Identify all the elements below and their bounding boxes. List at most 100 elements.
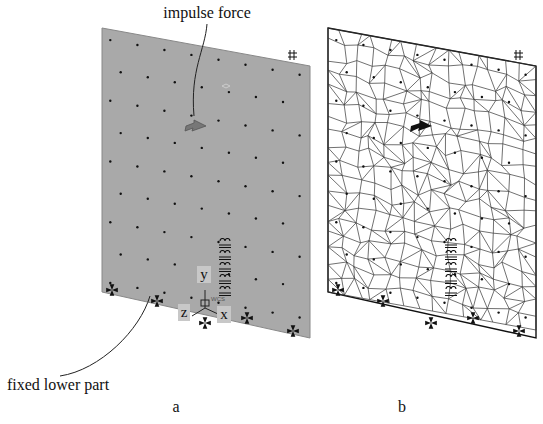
node-dot	[282, 283, 284, 285]
node-dot	[400, 81, 402, 83]
node-dot	[174, 263, 176, 265]
node-dot	[298, 256, 300, 258]
node-dot	[443, 302, 445, 304]
node-dot	[190, 236, 192, 238]
node-dot	[335, 39, 337, 41]
node-dot	[524, 256, 526, 258]
node-dot	[454, 91, 456, 93]
node-dot	[298, 316, 300, 318]
node-dot	[120, 253, 122, 255]
node-dot	[190, 54, 192, 56]
node-dot	[454, 152, 456, 154]
plate-a	[102, 28, 310, 338]
node-dot	[497, 129, 499, 131]
node-dot	[335, 160, 337, 162]
plate-b	[328, 28, 536, 338]
node-dot	[416, 114, 418, 116]
node-dot	[190, 175, 192, 177]
node-dot	[497, 251, 499, 253]
node-dot	[416, 297, 418, 299]
node-dot	[389, 292, 391, 294]
node-dot	[174, 203, 176, 205]
corner-mark	[288, 50, 297, 60]
node-dot	[201, 147, 203, 149]
node-dot	[109, 221, 111, 223]
node-dot	[255, 278, 257, 280]
node-dot	[228, 91, 230, 93]
node-dot	[362, 287, 364, 289]
node-dot	[255, 217, 257, 219]
node-dot	[443, 119, 445, 121]
leader-line	[193, 24, 207, 116]
node-dot	[282, 162, 284, 164]
node-dot	[427, 86, 429, 88]
node-dot	[298, 134, 300, 136]
node-dot	[147, 258, 149, 260]
node-dot	[201, 86, 203, 88]
node-dot	[373, 198, 375, 200]
node-dot	[163, 110, 165, 112]
node-dot	[373, 137, 375, 139]
node-dot	[470, 64, 472, 66]
node-dot	[362, 44, 364, 46]
node-dot	[120, 132, 122, 134]
node-dot	[524, 316, 526, 318]
node-dot	[400, 263, 402, 265]
node-dot	[427, 268, 429, 270]
node-dot	[335, 221, 337, 223]
node-dot	[136, 165, 138, 167]
node-dot	[508, 101, 510, 103]
node-dots	[109, 39, 301, 319]
panel-letter: a	[172, 398, 179, 416]
node-dot	[109, 39, 111, 41]
node-dot	[389, 49, 391, 51]
node-dot	[136, 44, 138, 46]
node-dot	[346, 71, 348, 73]
node-dot	[174, 81, 176, 83]
node-dot	[508, 283, 510, 285]
callout-label: fixed lower part	[7, 376, 109, 394]
node-dot	[298, 74, 300, 76]
node-dot	[217, 119, 219, 121]
axis-label: y	[197, 266, 211, 283]
corner-mark	[514, 50, 523, 60]
node-dot	[255, 157, 257, 159]
node-dot	[217, 180, 219, 182]
node-dot	[217, 241, 219, 243]
node-dot	[346, 253, 348, 255]
node-dot	[190, 297, 192, 299]
node-dot	[217, 59, 219, 61]
node-dot	[120, 193, 122, 195]
node-dot	[481, 217, 483, 219]
node-dot	[443, 59, 445, 61]
force-arrow	[410, 120, 432, 132]
node-dot	[109, 100, 111, 102]
callout-label: impulse force	[163, 4, 251, 22]
node-dots	[335, 39, 527, 319]
node-dot	[400, 142, 402, 144]
node-dot	[201, 207, 203, 209]
leader-line	[60, 296, 150, 376]
node-dot	[271, 251, 273, 253]
node-dot	[271, 69, 273, 71]
node-dot	[255, 96, 257, 98]
node-dot	[524, 74, 526, 76]
node-dot	[443, 180, 445, 182]
node-dot	[244, 246, 246, 248]
node-dot	[190, 114, 192, 116]
node-dot	[109, 282, 111, 284]
node-dot	[497, 190, 499, 192]
node-dot	[389, 170, 391, 172]
node-dot	[228, 152, 230, 154]
node-dot	[271, 129, 273, 131]
node-dot	[389, 231, 391, 233]
node-dot	[416, 236, 418, 238]
node-dot	[335, 100, 337, 102]
tag-mark	[222, 84, 230, 88]
node-dot	[335, 282, 337, 284]
axis-label: z	[178, 304, 191, 321]
node-dot	[109, 160, 111, 162]
node-dot	[470, 185, 472, 187]
